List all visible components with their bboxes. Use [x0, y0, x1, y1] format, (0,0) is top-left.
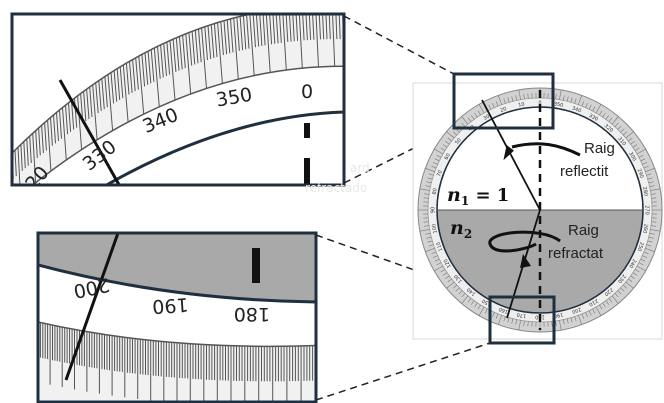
dial-degree-label: 210	[588, 297, 599, 307]
dial-degree-label: 310	[616, 136, 627, 147]
dial-degree-label: 190	[553, 311, 563, 319]
dial-degree-label: 30	[482, 114, 491, 122]
reflected-ray-label-line2: reflectit	[560, 163, 609, 180]
zoom-top-label-0: 0	[301, 81, 313, 103]
dial-degree-label: 50	[454, 137, 463, 146]
dial-degree-label: 0	[538, 101, 541, 107]
dial-degree-label: 170	[516, 311, 526, 319]
dial-degree-label: 60	[444, 153, 452, 162]
refracted-ray-label-line1: Raig	[568, 222, 599, 239]
refractive-index-n2: n2	[450, 217, 472, 241]
zoom-top-scale-ticks	[12, 14, 344, 185]
zoom-top-reflected-ray	[58, 79, 121, 185]
dial-degree-label: 250	[636, 241, 645, 252]
zoom-bottom-scale-ticks	[38, 322, 316, 402]
dial-degree-label: 200	[571, 306, 582, 315]
svg-text:refractado: refractado	[305, 181, 367, 195]
dial-degree-label: 90	[431, 207, 437, 213]
refracted-ray-label-line2: refractat	[548, 245, 604, 262]
dial-degree-label: 280	[641, 186, 649, 196]
refracted-callout-arrow	[488, 230, 561, 253]
refracted-ray-arrow	[520, 254, 531, 268]
dial-degree-label: 340	[571, 105, 582, 114]
zoom-bottom-label-180: 180	[234, 303, 270, 325]
dial-degree-label: 350	[553, 101, 563, 109]
dial-degree-label: 220	[603, 286, 614, 297]
svg-text:ard: ard	[350, 161, 370, 175]
dial-degree-label: 330	[588, 113, 599, 123]
dial-degree-label: 10	[518, 102, 525, 109]
dial-degree-label: 290	[636, 168, 645, 179]
dial-degree-label: 270	[644, 205, 650, 215]
dial-degree-label: 100	[431, 223, 439, 233]
dial-degree-label: 260	[641, 223, 649, 233]
reflected-ray	[481, 99, 541, 211]
zoom-box-bottom	[488, 295, 556, 345]
zoom-bottom-refracted-ray	[64, 233, 120, 381]
watermark: ard refractado	[305, 161, 370, 195]
dial-degree-label: 80	[432, 188, 439, 195]
reflected-ray-label-line1: Raig	[584, 140, 615, 157]
zoom-bottom-label-190: 190	[151, 293, 189, 317]
dial-degree-label: 160	[498, 306, 509, 315]
reflected-callout-arrow	[511, 142, 581, 157]
dial-degree-label: 130	[453, 273, 464, 284]
dial-degree-label: 20	[500, 106, 508, 114]
dial-degree-label: 140	[466, 286, 477, 297]
dial-degree-label: 150	[481, 297, 492, 307]
refractive-index-n1: n1 = 1	[447, 184, 509, 208]
dial-degree-label: 110	[435, 241, 444, 252]
zoom-box-top	[452, 72, 555, 130]
dial-degree-label: 320	[603, 123, 614, 134]
dial-degree-label: 300	[627, 151, 637, 162]
zoom-panel-top: 330 340 350 0 20	[10, 12, 346, 187]
dial-degree-label: 240	[627, 258, 637, 269]
zoom-panel-bottom: 200 190 180	[36, 231, 318, 403]
dial-degree-label: 120	[443, 258, 453, 269]
dial-degree-label: 70	[436, 170, 444, 178]
reflected-ray-arrow	[503, 145, 514, 161]
dial-degree-label: 230	[616, 273, 627, 284]
